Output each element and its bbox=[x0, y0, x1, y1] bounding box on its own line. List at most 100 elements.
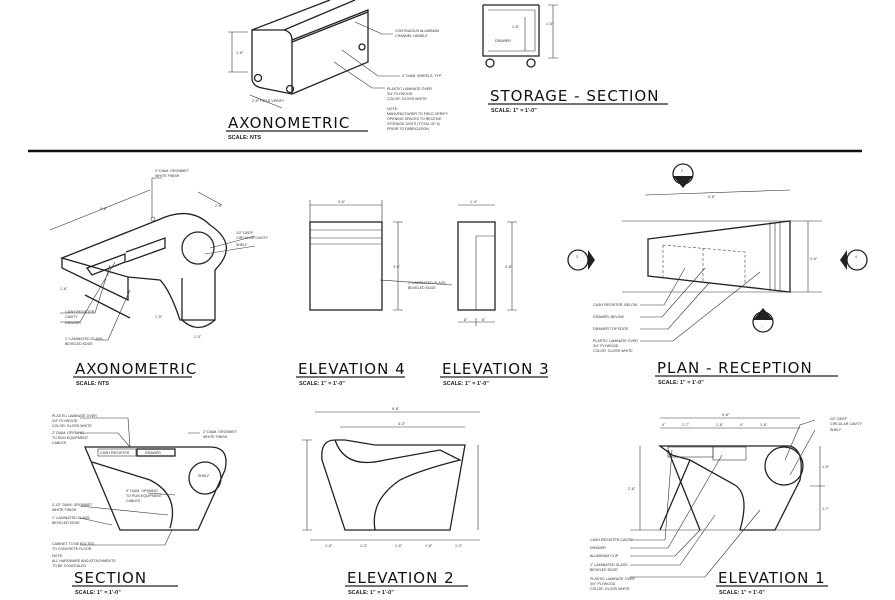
note-text: 1" LAMINATED GLASS, bbox=[590, 563, 629, 567]
note-text: 1/2" DEEP bbox=[830, 417, 848, 421]
elevation-3-view: 1'-4" 3'-8" 8" 8" ELEVATION 3 SCALE: 1" … bbox=[440, 200, 550, 387]
marker-number: 2 bbox=[681, 169, 683, 173]
dimension-label: 1'-8" bbox=[546, 22, 554, 26]
section-marker-3: 3- bbox=[567, 249, 595, 271]
marker-number: 4 bbox=[855, 255, 857, 259]
note-text: WHITE FINISH bbox=[52, 508, 77, 512]
dimension-label: 1'-5" bbox=[155, 315, 163, 319]
note-text: PLASTIC LAMINATE OVER bbox=[52, 414, 97, 418]
note-text: 3/4" PLYWOOD bbox=[590, 582, 616, 586]
section-label: SHELF bbox=[198, 474, 210, 478]
note-text: OPENING SPACES TO RECEIVE bbox=[387, 117, 442, 121]
dimension-label: 9'-8" bbox=[722, 413, 730, 417]
note-text: CHANNEL HANDLE bbox=[395, 34, 428, 38]
note-text: PLASTIC LAMINATE OVER bbox=[387, 87, 432, 91]
view-scale: SCALE: 1" = 1'-0" bbox=[443, 381, 489, 387]
dimension-label: 1'-6" bbox=[395, 544, 403, 548]
note-text: CASH REGISTER, BELOW bbox=[593, 303, 638, 307]
note-text: NOTE: bbox=[52, 554, 63, 558]
view-scale: SCALE: 1" = 1'-0" bbox=[348, 590, 394, 596]
note-text: 2" DIAM. GROMMET bbox=[155, 169, 190, 173]
note-text: COLOR: GLOSS WHITE bbox=[52, 424, 92, 428]
note-text: PLASTIC LAMINATE OVER bbox=[590, 577, 635, 581]
note-text: ALUMINUM CLIP bbox=[590, 554, 619, 558]
note-text: MANUFACTURER TO FIELD VERIFY bbox=[387, 112, 449, 116]
note-text: CABLES bbox=[52, 441, 67, 445]
reception-axonometric-view: 9'-8" 2'-6" 1'-6" 1'-5" 1'-5" 2" DIAM. G… bbox=[49, 169, 269, 387]
note-text: DRAWER TOP EDGE bbox=[593, 327, 629, 331]
dimension-label: 8" bbox=[464, 318, 468, 322]
dimension-label: 4" bbox=[662, 423, 666, 427]
view-scale: SCALE: 1" = 1'-0" bbox=[75, 590, 121, 596]
view-title: SECTION bbox=[74, 569, 147, 587]
marker-number: 3 bbox=[576, 255, 578, 259]
dimension-label: 1'-8" bbox=[236, 51, 244, 55]
dimension-label: 1'-8" bbox=[325, 544, 333, 548]
note-text: COLOR: GLOSS WHITE bbox=[593, 349, 633, 353]
note-text: 3/4" PLYWOOD bbox=[387, 92, 413, 96]
marker-sheet: - bbox=[682, 177, 684, 181]
note-text: COLOR: GLOSS WHITE bbox=[387, 97, 427, 101]
dimension-label: 8" bbox=[482, 318, 486, 322]
dimension-label: 1'-8" bbox=[425, 544, 433, 548]
view-title: ELEVATION 2 bbox=[347, 569, 455, 587]
view-title: PLAN - RECEPTION bbox=[657, 359, 813, 377]
note-text: 1" LAMINATED GLASS, bbox=[52, 516, 91, 520]
dimension-label: 9'-8" bbox=[708, 195, 716, 199]
section-label: CASH REGISTER bbox=[100, 451, 130, 455]
note-text: DRAWER bbox=[65, 321, 81, 325]
section-marker-2: 2- bbox=[672, 163, 694, 188]
note-text: 3/4" PLYWOOD bbox=[52, 419, 78, 423]
view-scale: SCALE: 1" = 1'-0" bbox=[299, 381, 345, 387]
dimension-label: 1'-3" bbox=[455, 544, 463, 548]
dimension-label: 2'-0" FIELD VERIFY bbox=[252, 99, 285, 103]
note-text: ALL HARDWARE AND ATTACHMENTS bbox=[52, 559, 116, 563]
dimension-label: 2'-6" bbox=[215, 204, 223, 208]
note-text: CASH REGISTER CAVITY bbox=[590, 538, 634, 542]
section-label: DRAWER bbox=[145, 451, 161, 455]
note-text: BEVELED EDGE bbox=[65, 342, 93, 346]
note-text: 4" DIAM. WHEELS, TYP. bbox=[402, 74, 442, 78]
note-text: CONTINUOUS ALUMINUM bbox=[395, 29, 439, 33]
dimension-label: 9'-8" bbox=[100, 207, 108, 211]
note-text: 1/2" DEEP bbox=[236, 231, 254, 235]
dimension-label: 4'-3" bbox=[398, 422, 406, 426]
view-title: AXONOMETRIC bbox=[75, 360, 197, 378]
note-text: 5" DIAM. OPENING bbox=[126, 489, 158, 493]
dimension-label: 1'-8" bbox=[716, 423, 724, 427]
view-title: ELEVATION 4 bbox=[298, 360, 406, 378]
note-text: 3/4" PLYWOOD bbox=[593, 344, 619, 348]
note-text: NOTE: bbox=[387, 107, 398, 111]
note-text: TO CONCRETE FLOOR bbox=[52, 547, 92, 551]
dimension-label: 3'-8" bbox=[505, 265, 513, 269]
section-marker-4: 4- bbox=[840, 249, 868, 271]
marker-sheet: - bbox=[762, 325, 764, 329]
dimension-label: 3'-6" bbox=[338, 200, 346, 204]
dimension-label: 1'-6" bbox=[822, 465, 830, 469]
view-scale: SCALE: NTS bbox=[76, 381, 109, 387]
view-scale: SCALE: NTS bbox=[228, 135, 261, 141]
section-view: CASH REGISTER DRAWER SHELF PLASTIC LAMIN… bbox=[52, 414, 238, 596]
dimension-label: 1'-8" bbox=[760, 423, 768, 427]
elevation-1-view: 9'-8" 4" 1'-7" 1'-8" 4" 1'-8" 2'-8" 1'-6… bbox=[590, 413, 863, 596]
note-text: TO RUN EQUIPMENT bbox=[52, 436, 89, 440]
note-text: COLOR: GLOSS WHITE bbox=[590, 587, 630, 591]
view-title: ELEVATION 3 bbox=[442, 360, 550, 378]
note-text: CIRCULAR CAVITY bbox=[236, 236, 269, 240]
note-text: CABINET TO BE BOLTED bbox=[52, 542, 95, 546]
marker-number: 1 bbox=[761, 317, 763, 321]
note-text: 2" DIAM. OPENING bbox=[52, 431, 84, 435]
note-text: SHELF bbox=[236, 243, 248, 247]
dimension-label: 1'-6" bbox=[512, 25, 520, 29]
marker-sheet: - bbox=[577, 263, 579, 267]
storage-axonometric-view: 1'-8" 2'-0" FIELD VERIFY CONTINUOUS ALUM… bbox=[226, 0, 449, 141]
plan-reception-view: 9'-8" 2'-6" 2- 3- 4- 1- CASH REGISTER, B… bbox=[567, 163, 868, 386]
view-scale: SCALE: 1" = 1'-0" bbox=[491, 108, 537, 114]
view-title: ELEVATION 1 bbox=[718, 569, 826, 587]
view-scale: SCALE: 1" = 1'-0" bbox=[719, 590, 765, 596]
note-text: TO RUN EQUIPMENT bbox=[126, 494, 163, 498]
note-text: CAVITY bbox=[65, 315, 78, 319]
note-text: PRIOR TO FABRICATION bbox=[387, 127, 429, 131]
dimension-label: 1'-3" bbox=[360, 544, 368, 548]
